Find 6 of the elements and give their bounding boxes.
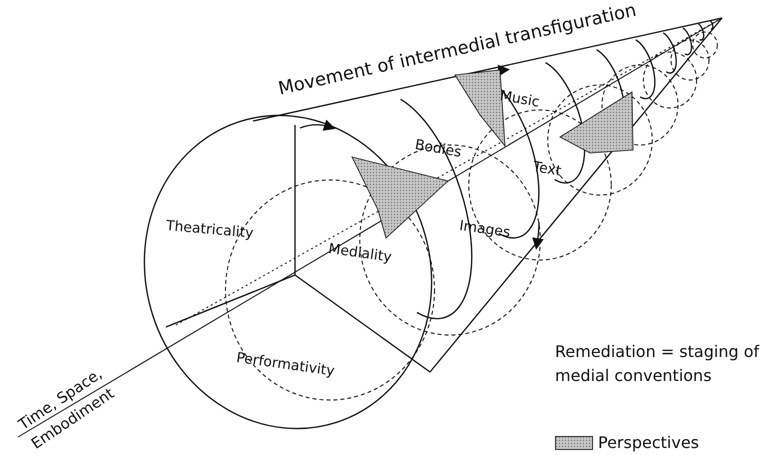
section-label: Theatricality	[165, 217, 254, 244]
section-label: Bodies	[413, 136, 464, 163]
legend-label: Perspectives	[598, 433, 699, 453]
section-label: Images	[458, 216, 512, 243]
note-text: Remediation = staging of medial conventions	[555, 341, 760, 387]
section-label: Mediality	[326, 240, 393, 268]
